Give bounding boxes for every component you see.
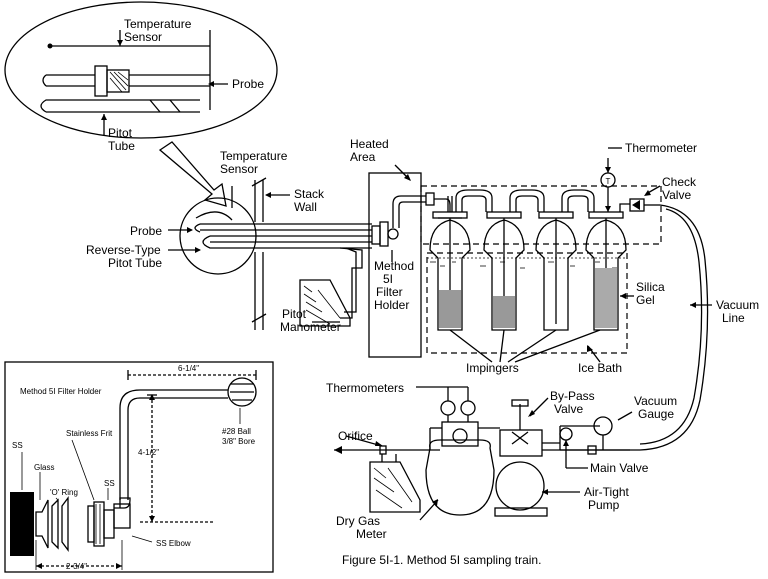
ss-label: SS <box>12 441 23 450</box>
main-valve-label: Main Valve <box>590 461 649 475</box>
filter-holder-inset <box>4 361 274 573</box>
ss-small-label: SS <box>104 479 115 488</box>
stack-wall-line1: Stack <box>294 187 325 201</box>
ice-bath-label: Ice Bath <box>578 361 622 375</box>
filter-holder <box>371 192 435 262</box>
probe-label: Probe <box>130 224 162 238</box>
thermometer-symbol: T <box>606 177 611 186</box>
filter-holder-line1: Method <box>374 259 414 273</box>
temperature-sensor-line2: Sensor <box>220 162 258 176</box>
probe-assembly <box>168 177 372 330</box>
pump-line1: Air-Tight <box>584 485 630 499</box>
control-module <box>334 386 633 521</box>
silica-gel-line1: Silica <box>636 280 665 294</box>
thermometers-label: Thermometers <box>326 381 404 395</box>
temperature-sensor-line1: Temperature <box>220 149 288 163</box>
ball-line1: #28 Ball <box>222 427 251 436</box>
filter-holder-line2: 5I <box>383 272 393 286</box>
pitot-manometer <box>299 247 363 327</box>
filter-holder-line4: Holder <box>374 298 409 312</box>
meter-line1: Dry Gas <box>336 514 380 528</box>
reverse-pitot-line1: Reverse-Type <box>86 243 161 257</box>
meter-line2: Meter <box>356 527 387 541</box>
dim-side-label: 4-1/2" <box>138 448 159 457</box>
ball-line2: 3/8" Bore <box>222 437 256 446</box>
stack-wall-line2: Wall <box>294 200 317 214</box>
thermometer-label: Thermometer <box>625 141 697 155</box>
probe-detail-inset <box>4 1 278 139</box>
impinger-train <box>420 147 662 363</box>
vacuum-line-line2: Line <box>722 311 745 325</box>
pitot-manometer-line1: Pitot <box>282 307 307 321</box>
heated-area-line1: Heated <box>350 137 389 151</box>
inset-filter-title: Method 5I Filter Holder <box>20 387 102 396</box>
inset-pitot-line2: Tube <box>108 139 135 153</box>
reverse-pitot-line2: Pitot Tube <box>108 256 162 270</box>
figure-caption: Figure 5I-1. Method 5I sampling train. <box>342 553 541 567</box>
bypass-valve-line1: By-Pass <box>550 389 595 403</box>
elbow-label: SS Elbow <box>156 539 191 548</box>
zoom-arrow <box>158 141 227 207</box>
bypass-valve-line2: Valve <box>554 402 583 416</box>
check-valve-line2: Valve <box>662 188 691 202</box>
heated-area-box <box>368 172 422 358</box>
silica-gel-line2: Gel <box>636 293 655 307</box>
pump-line2: Pump <box>588 498 620 512</box>
vacuum-line-line1: Vacuum <box>716 298 759 312</box>
glass-label: Glass <box>34 463 54 472</box>
frit-label: Stainless Frit <box>66 429 113 438</box>
orifice-label: Orifice <box>338 429 373 443</box>
filter-holder-line3: Filter <box>376 285 403 299</box>
inset-pitot-line1: Pitot <box>108 126 133 140</box>
o-ring-label: 'O' Ring <box>50 488 78 497</box>
vacuum-line <box>560 204 709 451</box>
inset-temperature-sensor-line2: Sensor <box>124 30 162 44</box>
vacuum-gauge-line2: Gauge <box>638 407 674 421</box>
pitot-manometer-line2: Manometer <box>280 320 341 334</box>
vacuum-gauge-line1: Vacuum <box>634 394 677 408</box>
inset-temperature-sensor-line1: Temperature <box>124 17 192 31</box>
inset-probe-label: Probe <box>232 77 264 91</box>
dim-bottom-label: 2-3/4" <box>66 562 87 571</box>
check-valve-line1: Check <box>662 175 697 189</box>
heated-area-line2: Area <box>350 150 376 164</box>
impingers-label: Impingers <box>466 361 519 375</box>
dim-top-label: 6-1/4" <box>178 364 199 373</box>
